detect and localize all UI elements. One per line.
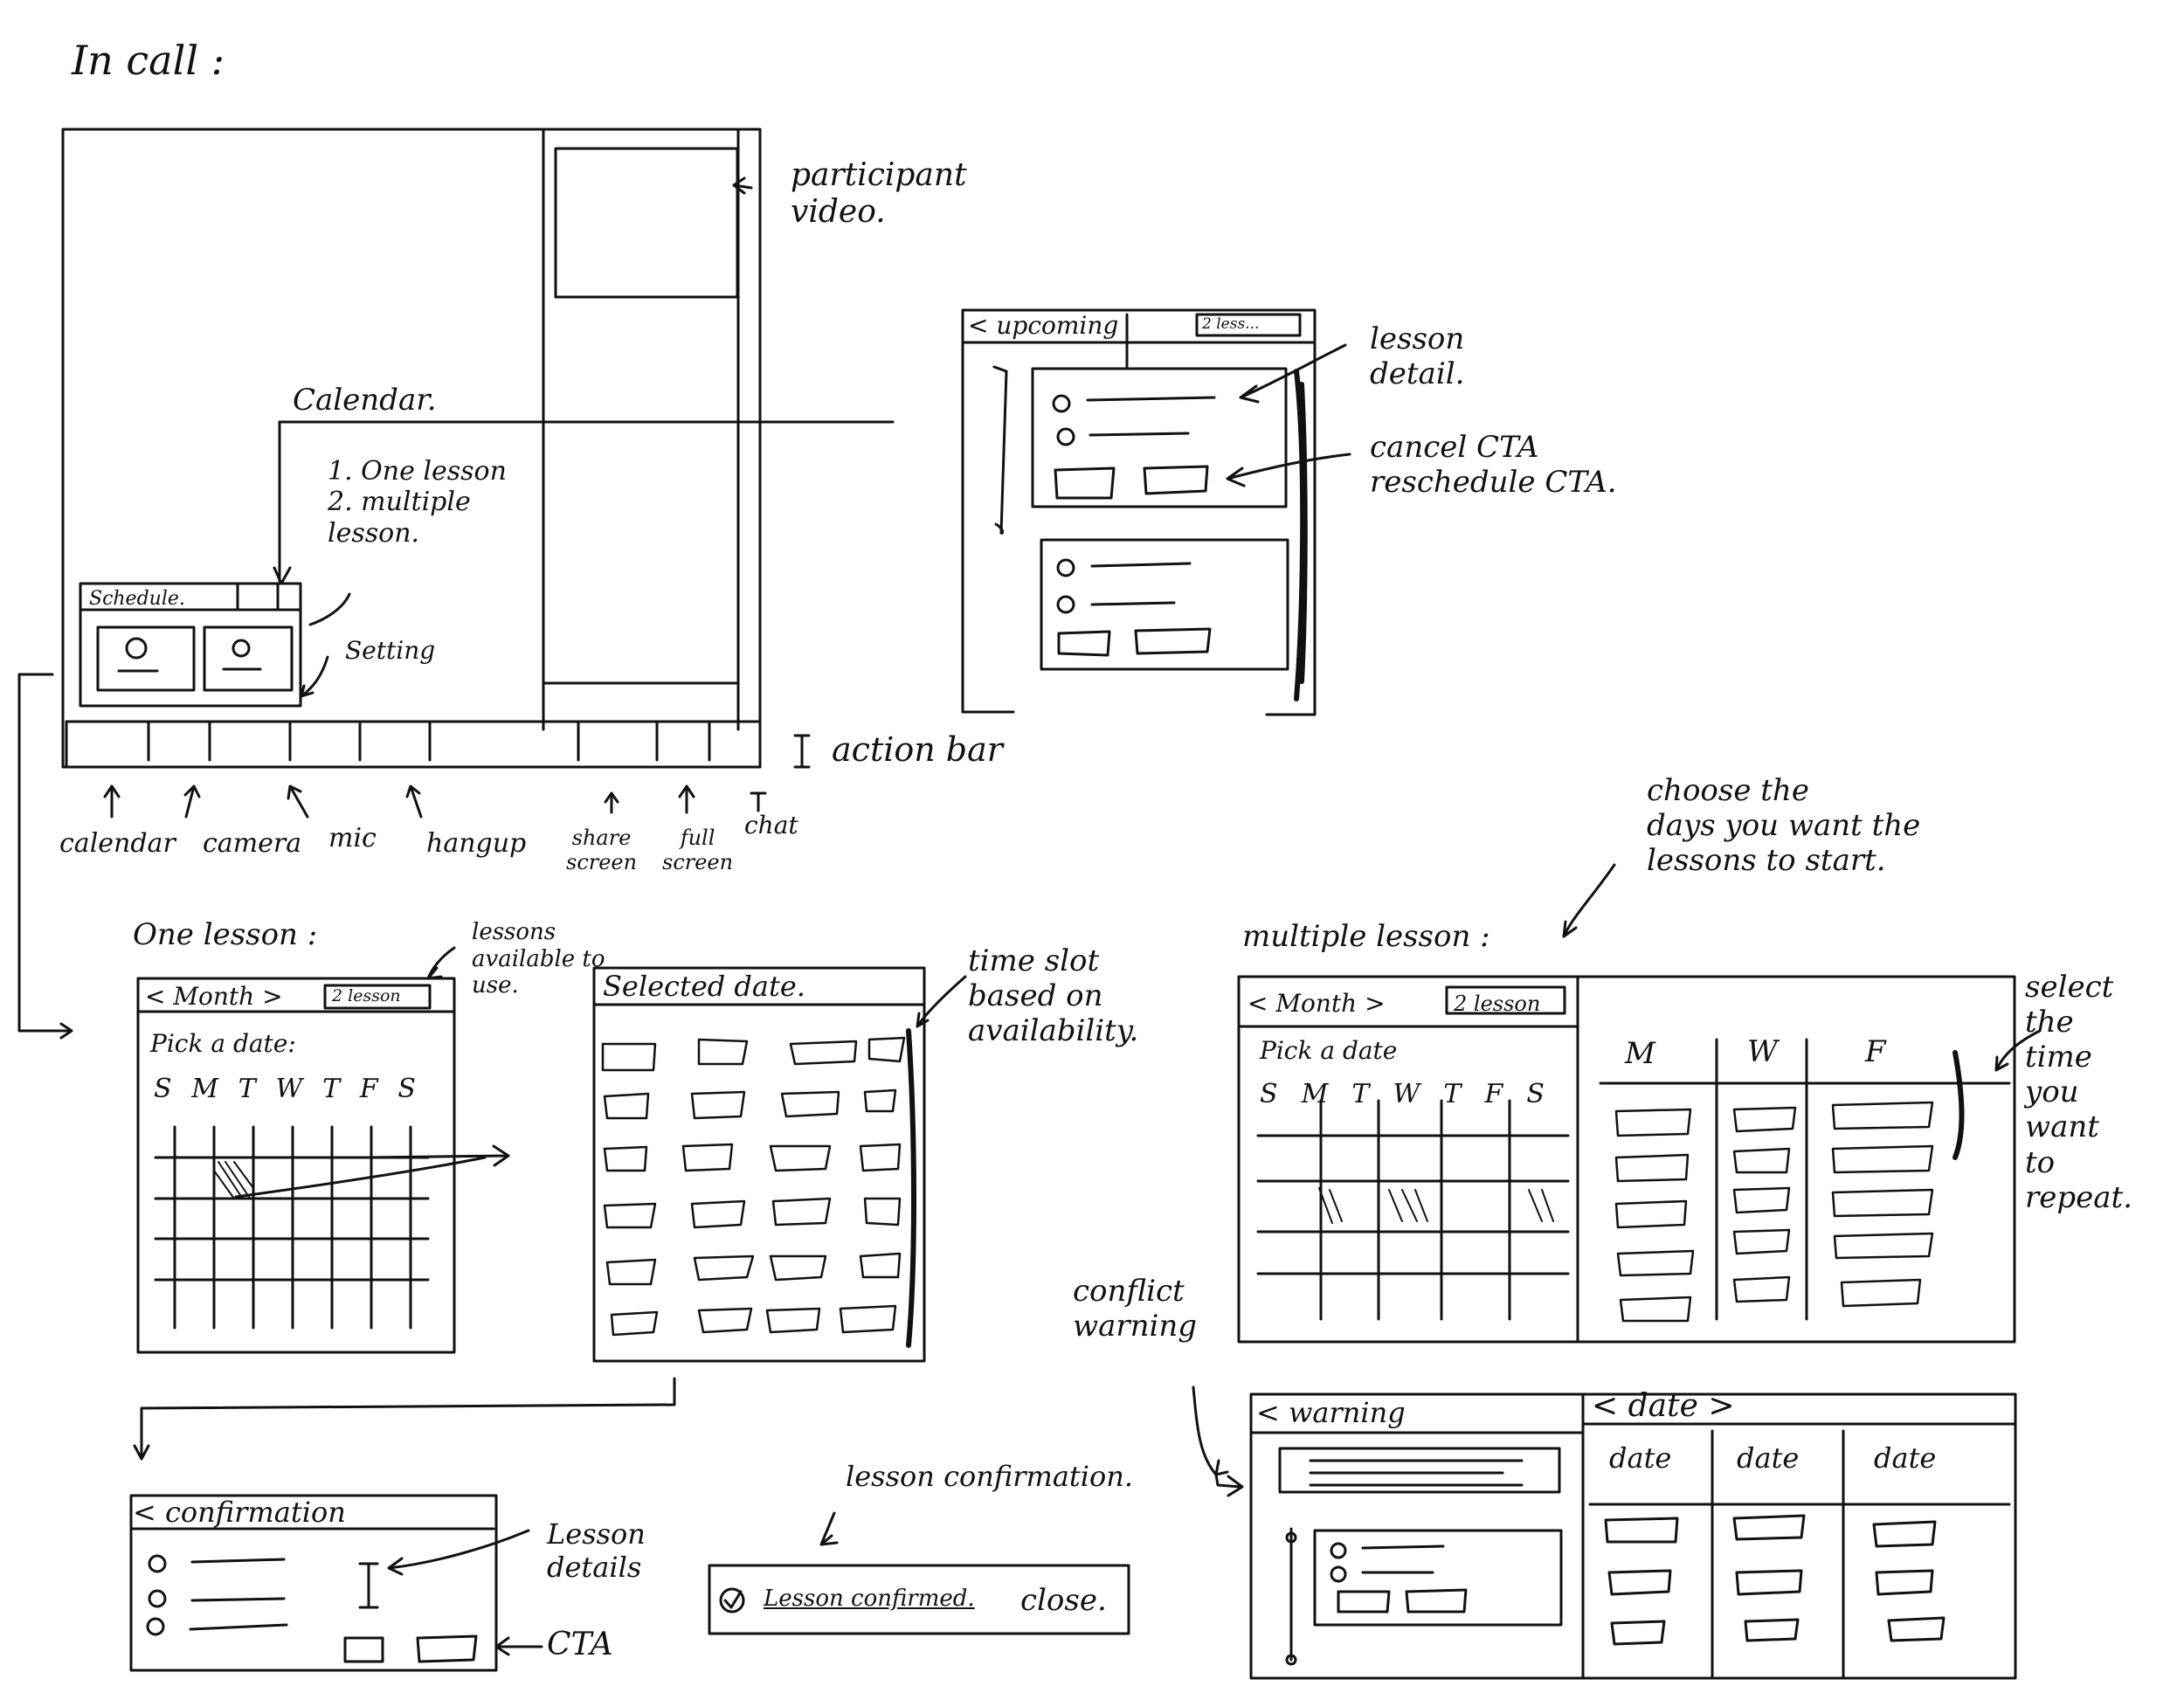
weekday: S [1260,1079,1278,1109]
one-lesson-pick-label: Pick a date: [150,1029,296,1058]
participant-video-annotation: participant video. [791,157,967,231]
action-label-chat: chat [744,811,798,840]
date-nav[interactable]: < date > [1592,1388,1735,1424]
in-call-window [61,128,762,769]
time-slot-annotation: time slot based on availability. [968,943,1139,1049]
action-label-share-screen: share screen [566,826,638,875]
conflict-panel [1249,1392,2017,1680]
lesson-detail-arrow [1239,343,1347,404]
conflict-arrow-top [1192,1385,1229,1476]
one-lesson-weekdays: S M T W T F S [154,1075,416,1103]
weekday: T [322,1074,341,1104]
flow-connector [17,673,73,1040]
date-column: date [1609,1441,1672,1475]
upcoming-badge[interactable]: 2 less... [1202,315,1260,333]
day-column-w[interactable]: W [1747,1034,1778,1069]
participant-video [554,147,739,299]
weekday: T [1443,1079,1462,1109]
weekday: S [1526,1079,1545,1109]
action-label-hangup: hangup [426,828,527,859]
available-arrow [426,946,456,980]
lesson-confirmation-annotation: lesson confirmation. [846,1460,1134,1493]
one-lesson-badge[interactable]: 2 lesson [332,986,401,1005]
weekday: T [238,1074,256,1104]
toast-arrow [819,1511,839,1546]
action-label-mic: mic [328,823,377,853]
weekday: M [1301,1079,1329,1109]
confirmation-panel [129,1494,543,1672]
slot-arrow [916,975,967,1028]
setting-arrow [300,655,329,698]
page-title: In call : [72,37,225,84]
participant-arrow [732,176,753,195]
weekday: W [1393,1079,1420,1109]
action-bar [65,720,811,769]
toast-message: Lesson confirmed. [764,1586,975,1612]
cta-annotation: cancel CTA reschedule CTA. [1370,430,1617,501]
schedule-panel [79,582,302,708]
calendar-arrow [273,566,292,585]
weekday: T [1351,1079,1370,1109]
multiple-pick-label: Pick a date [1260,1036,1398,1065]
upcoming-title[interactable]: < upcoming [968,311,1119,340]
upcoming-panel [961,308,1317,716]
calendar-options-annotation: 1. One lesson 2. multiple lesson. [328,456,507,549]
selected-date-title: Selected date. [603,970,805,1003]
available-annotation: lessons available to use. [472,919,605,999]
calendar-annotation: Calendar. [293,383,437,418]
multiple-month-nav[interactable]: < Month > [1248,989,1386,1018]
multiple-weekdays: S M T W T F S [1260,1080,1545,1109]
confirmation-title[interactable]: < confirmation [133,1496,346,1529]
toast-panel [708,1564,1130,1635]
action-label-full-screen: full screen [662,826,734,875]
setting-annotation: Setting [345,636,436,665]
lesson-detail-annotation: lesson detail. [1370,321,1465,392]
weekday: F [359,1074,378,1104]
weekday: W [275,1074,303,1104]
one-lesson-calendar [136,977,510,1354]
multiple-lesson-panel [1237,975,2042,1344]
action-bar-arrows [103,784,767,819]
conflict-annotation: conflict warning [1073,1274,1198,1344]
choose-days-annotation: choose the days you want the lessons to … [1647,773,1921,879]
cta-arrow [1226,453,1351,487]
options-arrow [308,592,351,626]
schedule-title: Schedule. [89,588,185,610]
day-column-m[interactable]: M [1625,1036,1655,1071]
cta-label-annotation: CTA [547,1627,613,1662]
warning-title[interactable]: < warning [1256,1396,1406,1429]
multiple-lesson-heading: multiple lesson : [1242,919,1490,954]
conflict-arrow [1214,1473,1244,1497]
weekday: S [397,1074,416,1104]
repeat-slots [1614,1101,1934,1323]
one-lesson-heading: One lesson : [133,917,318,952]
lesson-details-annotation: Lesson details [547,1517,646,1584]
weekday: M [191,1074,219,1104]
days-arrow [1562,863,1616,938]
date-column: date [1874,1441,1937,1475]
time-slots [601,1036,906,1337]
date-column: date [1737,1441,1800,1475]
select-time-annotation: select the time you want to repeat. [2025,970,2133,1215]
multiple-badge[interactable]: 2 lesson [1454,992,1541,1016]
time-slot-panel [592,966,967,1363]
action-bar-annotation: action bar [832,730,1003,769]
weekday: F [1484,1079,1503,1109]
day-column-f[interactable]: F [1865,1034,1886,1069]
confirm-flow-arrow [133,1377,676,1461]
toast-close[interactable]: close. [1020,1583,1107,1618]
weekday: S [154,1074,172,1104]
one-lesson-month-nav[interactable]: < Month > [145,982,283,1011]
action-label-calendar: calendar [59,828,176,859]
action-label-camera: camera [203,828,302,859]
